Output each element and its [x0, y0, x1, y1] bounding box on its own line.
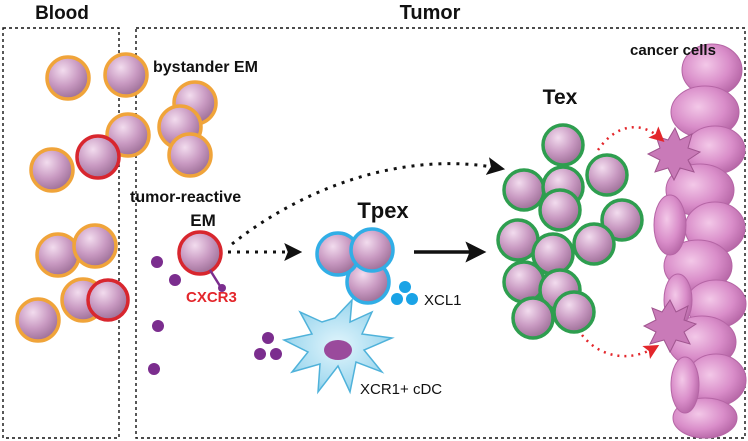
bystander-em-label: bystander EM — [153, 59, 258, 76]
tex-cell-cluster — [496, 123, 644, 340]
tumor-reactive-em-cell — [177, 230, 223, 276]
tpex-label: Tpex — [357, 198, 409, 223]
cxcr3-label: CXCR3 — [186, 289, 237, 306]
cancer-cell-column — [653, 43, 747, 439]
xcl1-dots — [391, 281, 418, 305]
reactive-em-cell — [86, 278, 130, 322]
dendritic-cell-nucleus — [324, 340, 352, 360]
xcr1-cdc-label: XCR1+ cDC — [360, 381, 442, 398]
blood-compartment-box — [2, 27, 120, 439]
cancer-cells-label: cancer cells — [630, 42, 716, 59]
tex-label: Tex — [543, 86, 578, 109]
em-label: EM — [190, 211, 216, 230]
tumor-compartment-box — [135, 27, 746, 439]
reactive-em-cell — [75, 134, 121, 180]
tumor-title: Tumor — [400, 2, 461, 24]
blood-title: Blood — [35, 3, 89, 24]
tpex-cell-cluster — [315, 227, 395, 305]
cxcr3-receptor-stalk — [208, 269, 222, 287]
tumor-reactive-label: tumor-reactive — [130, 189, 241, 206]
dotted-arrow-icon — [581, 334, 660, 360]
cxcr3-receptor-head — [218, 284, 226, 292]
dying-cancer-cell — [642, 299, 698, 354]
chemokine-dots — [148, 256, 282, 375]
dotted-arrow-icon — [596, 126, 665, 151]
xcl1-label: XCL1 — [424, 292, 462, 309]
